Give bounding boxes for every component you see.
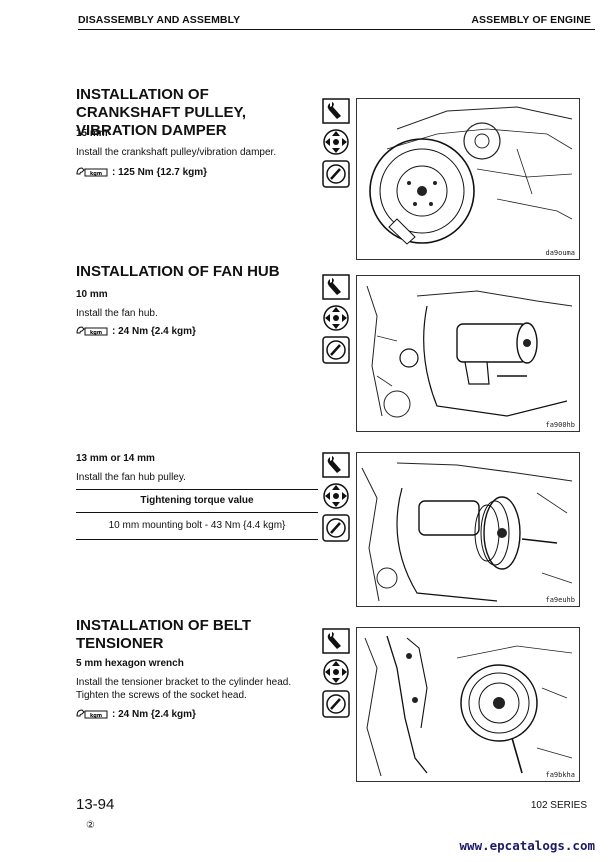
section-1-title: INSTALLATION OF CRANKSHAFT PULLEY, VIBRA… <box>76 86 247 139</box>
section-4-title: INSTALLATION OF BELT TENSIONER <box>76 617 251 652</box>
section-2-text: Install the fan hub. <box>76 308 158 319</box>
watermark: www.epcatalogs.com <box>459 838 595 853</box>
header-rule <box>78 29 595 30</box>
figure-code-2: fa900hb <box>545 421 575 429</box>
figure-code-1: da9ouma <box>545 249 575 257</box>
removal-arrows-icon <box>323 659 349 685</box>
torque-wrench-icon: kgm <box>76 709 108 719</box>
figure-fan-hub: fa900hb <box>356 275 580 432</box>
section-4-tool: 5 mm hexagon wrench <box>76 658 184 669</box>
tightening-torque-table-header: Tightening torque value <box>76 489 318 513</box>
figure-fan-hub-pulley: fa9euhb <box>356 452 580 607</box>
section-4-icons <box>322 628 352 722</box>
figure-crankshaft-pulley: da9ouma <box>356 98 580 260</box>
header-left: DISASSEMBLY AND ASSEMBLY <box>78 14 241 26</box>
belt-tensioner-drawing <box>364 635 573 777</box>
torque-icon-label: kgm <box>90 171 102 177</box>
section-4-torque: kgm : 24 Nm {2.4 kgm} <box>76 708 196 720</box>
section-2-icons <box>322 274 352 368</box>
edition-mark: ② <box>86 820 95 831</box>
torque-wrench-icon: kgm <box>76 167 108 177</box>
torque-check-icon <box>322 690 350 718</box>
tightening-torque-table-row: 10 mm mounting bolt - 43 Nm {4.4 kgm} <box>76 513 318 540</box>
fan-hub-pulley-drawing <box>361 462 573 602</box>
section-4-text-1: Install the tensioner bracket to the cyl… <box>76 677 292 688</box>
section-4-text-2: Tighten the screws of the socket head. <box>76 690 247 701</box>
section-2-tool: 10 mm <box>76 289 108 300</box>
section-1-torque: kgm : 125 Nm {12.7 kgm} <box>76 166 207 178</box>
torque-icon-label: kgm <box>90 713 102 719</box>
section-3-tool: 13 mm or 14 mm <box>76 453 155 464</box>
removal-arrows-icon <box>323 305 349 331</box>
torque-check-icon <box>322 336 350 364</box>
series-label: 102 SERIES <box>530 800 587 811</box>
figure-code-3: fa9euhb <box>545 596 575 604</box>
section-2-torque: kgm : 24 Nm {2.4 kgm} <box>76 325 196 337</box>
section-4-torque-value: : 24 Nm {2.4 kgm} <box>112 708 196 720</box>
section-1-text: Install the crankshaft pulley/vibration … <box>76 147 277 158</box>
removal-arrows-icon <box>323 483 349 509</box>
tool-wrench-icon <box>322 628 350 654</box>
torque-check-icon <box>322 514 350 542</box>
torque-icon-label: kgm <box>90 330 102 336</box>
removal-arrows-icon <box>323 129 349 155</box>
torque-wrench-icon: kgm <box>76 326 108 336</box>
section-1-torque-value: : 125 Nm {12.7 kgm} <box>112 166 208 178</box>
section-2-title: INSTALLATION OF FAN HUB <box>76 263 280 280</box>
tool-wrench-icon <box>322 452 350 478</box>
tool-wrench-icon <box>322 274 350 300</box>
section-1-tool: 15 mm <box>76 128 108 139</box>
section-1-icons <box>322 98 352 192</box>
section-2-torque-value: : 24 Nm {2.4 kgm} <box>112 325 196 337</box>
section-3-text: Install the fan hub pulley. <box>76 472 186 483</box>
figure-code-4: fa9bkha <box>545 771 575 779</box>
torque-check-icon <box>322 160 350 188</box>
fan-hub-drawing <box>366 285 573 418</box>
section-3-icons <box>322 452 352 546</box>
page-number: 13-94 <box>76 796 115 813</box>
tightening-torque-table: Tightening torque value 10 mm mounting b… <box>76 489 318 540</box>
crankshaft-pulley-drawing <box>369 106 573 245</box>
tool-wrench-icon <box>322 98 350 124</box>
figure-belt-tensioner: fa9bkha <box>356 627 580 782</box>
header-right: ASSEMBLY OF ENGINE <box>471 14 591 26</box>
